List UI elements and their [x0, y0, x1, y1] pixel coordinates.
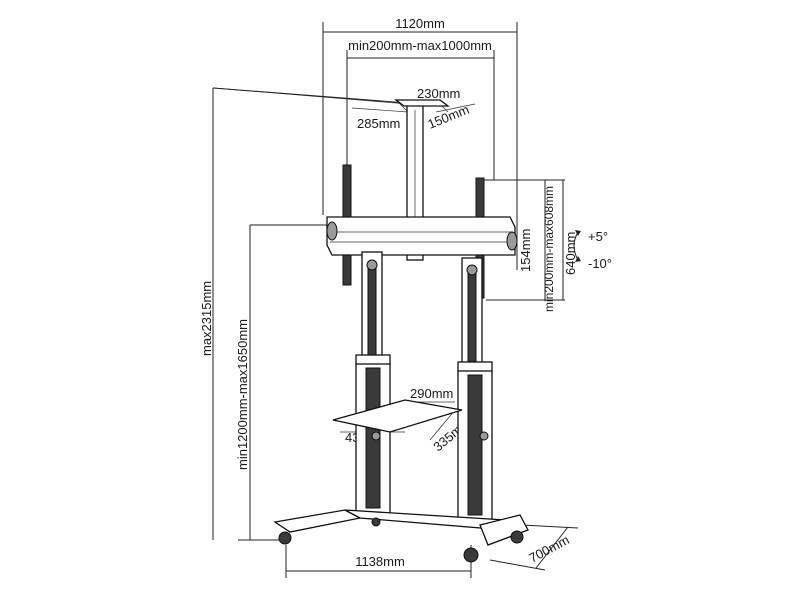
base-depth-label: 700mm: [526, 532, 571, 566]
lower-shelf: [332, 399, 463, 433]
caster-front-right: [463, 547, 479, 563]
shelf-width-label: 290mm: [410, 386, 453, 401]
base-dimensions: 1138mm 700mm: [285, 524, 579, 578]
top-shelf-depth-left-label: 285mm: [357, 116, 400, 131]
tilt-down-arrow-icon: [575, 256, 581, 262]
stand: [273, 99, 529, 563]
tilt-up-label: +5°: [588, 229, 608, 244]
center-height-dimension: min1200mm-max1650mm: [235, 224, 330, 541]
left-shelf-knob: [371, 431, 381, 441]
right-height-knob: [466, 264, 478, 276]
top-shelf-width-label: 230mm: [417, 86, 460, 101]
max-height-dimension: max2315mm: [199, 87, 421, 540]
tilt-down-label: -10°: [588, 256, 612, 271]
base-left-foot: [273, 509, 362, 533]
left-height-knob: [366, 259, 378, 271]
caster-rear-left: [371, 517, 381, 527]
max-height-label: max2315mm: [199, 281, 214, 356]
overall-width-label: 1120mm: [395, 16, 445, 31]
mount-bar: [326, 216, 516, 256]
center-height-label: min1200mm-max1650mm: [235, 319, 250, 470]
top-shelf-dimensions: 230mm 285mm 150mm: [213, 86, 476, 132]
right-shelf-knob: [479, 431, 489, 441]
caster-front-left: [278, 531, 292, 545]
base-right-foot: [479, 514, 529, 546]
top-shelf: [394, 99, 450, 107]
right-height-dimensions: 154mm min200mm-max608mm 640mm +5° -10°: [478, 179, 612, 312]
mount-bar-end-right: [506, 231, 518, 251]
vesa-height-label: min200mm-max608mm: [542, 186, 556, 312]
tilt-arc-icon: [573, 231, 579, 261]
overall-width-dimension: 1120mm: [322, 16, 518, 215]
tilt-up-arrow-icon: [575, 230, 581, 236]
vesa-width-label: min200mm-max1000mm: [348, 38, 492, 53]
mount-bar-end-left: [326, 221, 338, 241]
mount-offset-label: 154mm: [518, 229, 533, 272]
caster-rear-right: [510, 530, 524, 544]
base-width-label: 1138mm: [355, 554, 405, 569]
